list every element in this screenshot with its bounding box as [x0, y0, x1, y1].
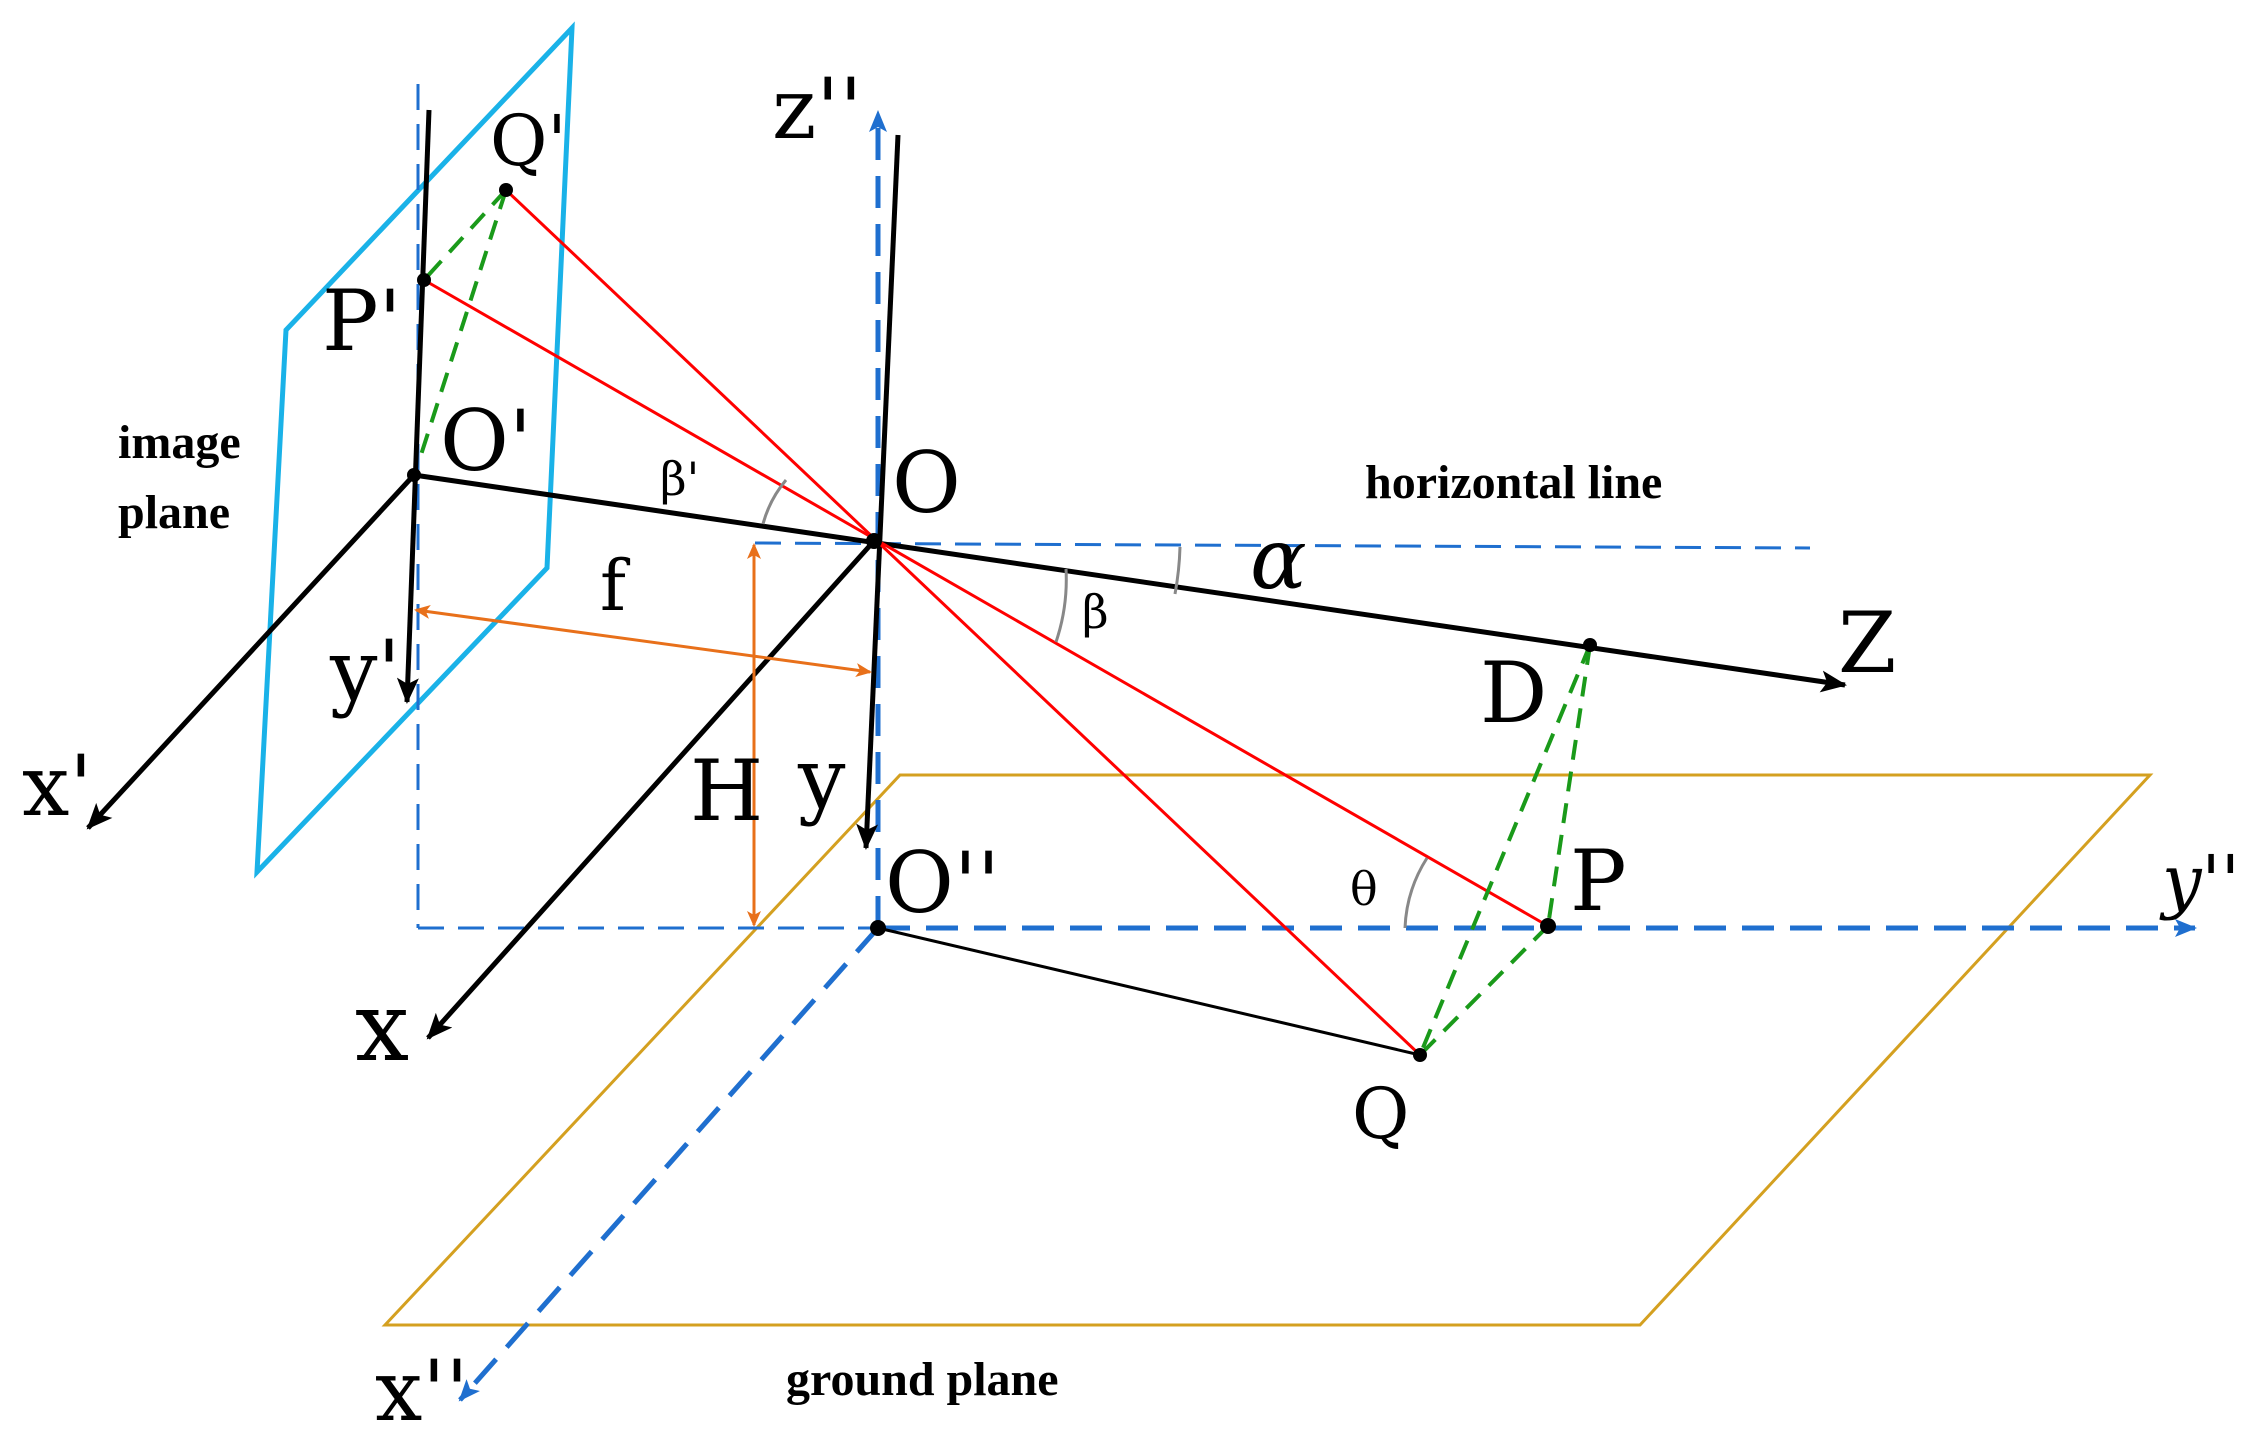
label-q-prime: Q': [490, 100, 567, 182]
label-p: P: [1570, 832, 1627, 930]
point-p: [1540, 918, 1556, 934]
beta-prime-arc: [761, 479, 788, 525]
label-y-double-prime: y'': [2159, 840, 2240, 922]
label-y: y: [797, 730, 846, 828]
x-prime-axis: [86, 473, 416, 830]
label-y-prime: y': [329, 622, 401, 720]
image-plane-shape: [254, 21, 575, 879]
y-prime-axis: [396, 109, 432, 704]
label-x: x: [355, 971, 409, 1083]
ground-plane-shape: [381, 773, 2154, 1327]
point-q-prime: [499, 183, 513, 197]
label-z: Z: [1838, 594, 1896, 692]
points: [407, 183, 1597, 1062]
dashed-guide-lines: [416, 84, 1811, 930]
point-q: [1413, 1048, 1427, 1062]
label-x-prime: x': [22, 737, 92, 835]
beta-arc: [1054, 568, 1068, 643]
label-o-double-prime: O'': [885, 834, 1000, 932]
dashed-axes: [458, 110, 2197, 1402]
label-horizontal-line: horizontal line: [1365, 456, 1662, 509]
green-dashed-lines: [418, 188, 1592, 1057]
focal-length-dimension: [414, 604, 872, 678]
label-ground-plane: ground plane: [786, 1353, 1059, 1406]
x-double-prime-axis: [458, 926, 880, 1402]
label-o: O: [892, 434, 961, 532]
angle-arcs: [761, 479, 1429, 929]
projection-rays: [423, 188, 1549, 1057]
label-d: D: [1480, 644, 1547, 742]
point-o: [866, 533, 882, 549]
optical-axis: [413, 472, 1847, 693]
label-beta-prime: β': [660, 452, 699, 506]
label-image-plane-line2: plane: [118, 486, 230, 539]
point-d: [1583, 638, 1597, 652]
dimension-lines: [414, 543, 872, 927]
label-h: H: [690, 742, 763, 840]
label-f: f: [600, 545, 631, 627]
point-o-prime: [407, 468, 421, 482]
point-o-double-prime: [870, 920, 886, 936]
alpha-arc: [1173, 546, 1182, 595]
point-p-prime: [417, 273, 431, 287]
ground-segment-o-q: [877, 926, 1421, 1057]
label-image-plane-line1: image: [118, 416, 241, 469]
label-o-prime: O': [440, 392, 532, 490]
label-z-double-prime: z'': [772, 60, 862, 158]
label-x-double-prime: x'': [375, 1342, 469, 1440]
vertical-camera-axis: [856, 134, 901, 850]
label-beta: β: [1082, 585, 1109, 639]
label-alpha: α: [1250, 510, 1307, 608]
label-theta: θ: [1350, 862, 1378, 916]
theta-arc: [1403, 857, 1429, 929]
label-p-prime: P': [322, 272, 402, 370]
label-q: Q: [1352, 1073, 1409, 1155]
